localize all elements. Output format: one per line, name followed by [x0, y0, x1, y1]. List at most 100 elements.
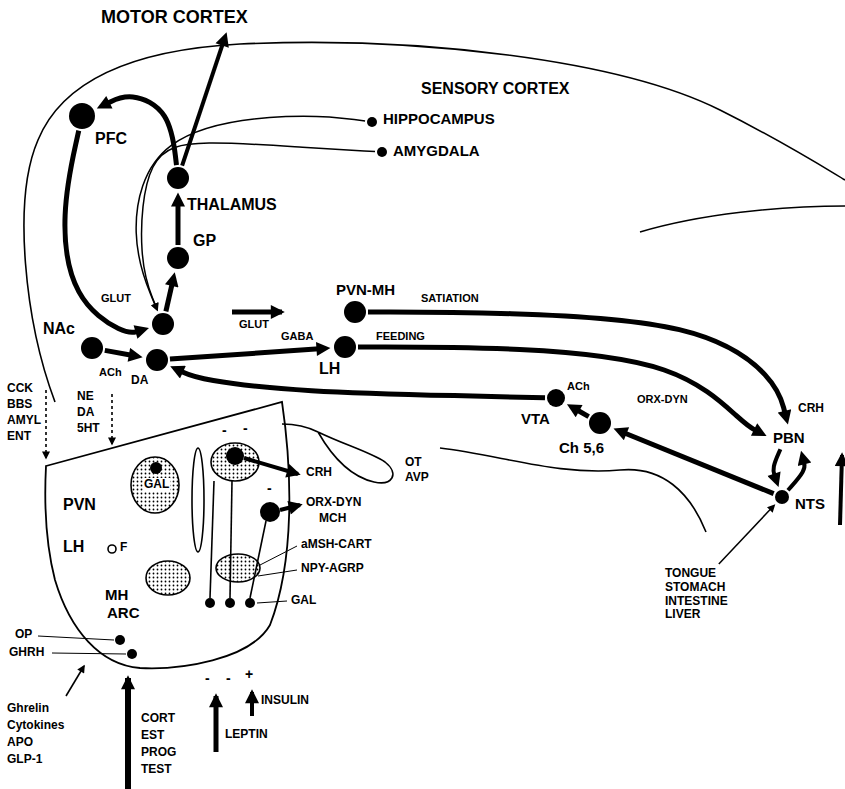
text-label: TEST — [140, 763, 173, 777]
cerebellum-outline — [640, 206, 845, 232]
output-arrow — [280, 505, 300, 510]
connector-arrow — [624, 433, 774, 494]
text-label: AMYL — [6, 414, 42, 428]
text-label: INSULIN — [260, 694, 310, 708]
text-label: PVN — [62, 496, 97, 514]
text-label: ENT — [6, 430, 32, 444]
cell-dot — [226, 447, 244, 465]
hormone-arrow — [250, 692, 254, 716]
text-label: CRH — [797, 402, 825, 416]
text-label: NPY-AGRP — [300, 562, 365, 576]
text-label: MH — [104, 586, 129, 603]
projection-line — [230, 481, 232, 598]
text-label: OP — [14, 628, 33, 642]
text-label: GLP-1 — [6, 753, 43, 767]
nucleus-dot: PVN-MH — [344, 301, 366, 323]
connector-arrow — [368, 312, 785, 414]
connector-arrow — [788, 462, 805, 491]
projection-line — [210, 481, 214, 598]
text-label: GAL — [143, 478, 170, 492]
hormone-arrow — [111, 394, 113, 444]
edge-label: GABA — [280, 330, 314, 343]
connector-arrow — [774, 449, 781, 476]
edge-label: SATIATION — [420, 292, 480, 305]
text-label: APO — [6, 736, 34, 750]
cell-dot — [150, 462, 162, 474]
text-label: - — [266, 480, 273, 496]
cell-dot — [115, 635, 125, 645]
cell-dot — [260, 502, 280, 522]
region-label: NTS — [794, 495, 826, 512]
region-label: TONGUE STOMACH INTESTINE LIVER — [664, 567, 729, 622]
nucleus-dot: GLUT — [152, 313, 174, 335]
text-label: MCH — [318, 512, 347, 526]
text-label: - — [225, 670, 232, 686]
brainstem-outline — [440, 448, 706, 532]
connector-arrow — [176, 204, 181, 245]
edge-label: FEEDING — [375, 330, 426, 343]
text-label: LH — [62, 538, 85, 556]
text-label: SENSORY CORTEX — [420, 80, 570, 98]
text-label: NE — [76, 390, 95, 404]
cell-dot — [127, 649, 137, 659]
nucleus-dot: LH — [334, 336, 356, 358]
text-label: CCK — [6, 382, 34, 396]
nucleus-dot: Ch 5,6 — [589, 412, 611, 434]
region-label: Ch 5,6 — [558, 439, 605, 456]
nucleus-dot: DA — [146, 349, 168, 371]
leader-line — [260, 546, 297, 565]
region-label: GLUT — [100, 292, 132, 305]
text-label: Cytokines — [6, 719, 65, 733]
pvn-cells — [131, 457, 179, 513]
text-label: 5HT — [76, 422, 101, 436]
text-label: OT — [404, 456, 423, 470]
region-label: NAc — [42, 320, 76, 338]
region-label: PFC — [94, 130, 128, 148]
text-label: aMSH-CART — [300, 538, 373, 552]
nucleus-dot: HIPPOCAMPUS — [367, 117, 377, 127]
glut-arrow — [232, 310, 282, 315]
hormone-arrow — [125, 678, 131, 789]
text-label: GHRH — [8, 646, 45, 660]
hypothalamus-inset — [45, 402, 289, 668]
projection-line — [250, 521, 266, 598]
nucleus-dot: NAc — [81, 337, 103, 359]
text-label: - — [221, 422, 228, 438]
connector-arrow — [719, 509, 771, 564]
text-label: PROG — [140, 746, 177, 760]
fornix-symbol — [108, 545, 116, 553]
text-label: ORX-DYN — [636, 393, 689, 406]
leader-line — [258, 570, 297, 576]
text-label: - — [242, 420, 249, 436]
region-label: PVN-MH — [335, 281, 396, 298]
edge-label: ACh — [98, 366, 123, 379]
connector-arrow — [180, 371, 545, 398]
text-label: GLUT — [238, 318, 270, 331]
cell-dot — [205, 598, 215, 608]
region-label: MOTOR CORTEX — [100, 7, 249, 28]
text-label: ORX-DYN — [305, 496, 362, 510]
edge-label: ACh — [566, 380, 591, 393]
region-box: MOTOR CORTEX — [98, 6, 251, 29]
cell-dot — [245, 598, 255, 608]
text-label: CRH — [305, 466, 333, 480]
connector-arrow — [166, 283, 172, 311]
text-label: CORT — [140, 712, 176, 726]
ascending-arrow — [840, 455, 842, 525]
region-label: AMYGDALA — [392, 142, 481, 159]
nucleus-dot: PFC — [69, 103, 95, 129]
region-label: GP — [192, 232, 217, 250]
region-label: HIPPOCAMPUS — [382, 110, 496, 127]
connector-arrow — [105, 350, 132, 355]
connector-arrow — [65, 131, 138, 333]
text-label: BBS — [6, 398, 33, 412]
text-label: + — [244, 666, 254, 682]
text-label: - — [204, 670, 211, 686]
text-label: Ghrelin — [6, 702, 50, 716]
text-label: EST — [140, 729, 165, 743]
nucleus-dot: AMYGDALA — [377, 147, 387, 157]
nucleus-dot: GP — [167, 247, 189, 269]
region-label: VTA — [520, 410, 551, 427]
brain-base — [282, 424, 318, 432]
hormone-arrow — [66, 666, 84, 696]
